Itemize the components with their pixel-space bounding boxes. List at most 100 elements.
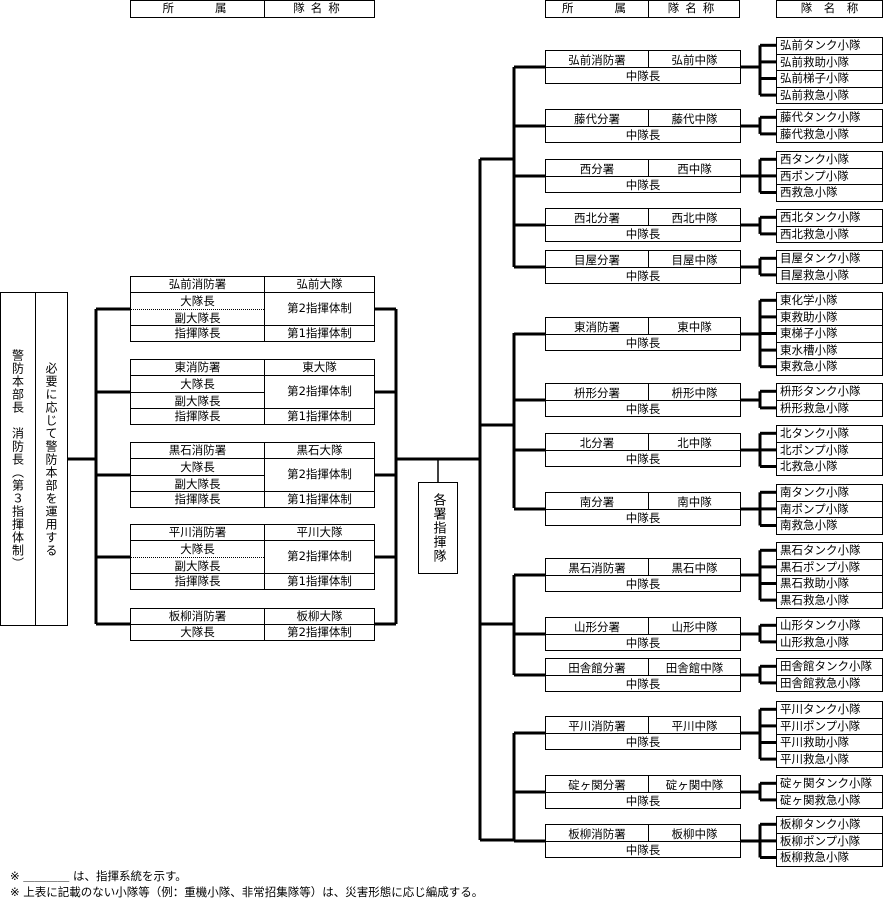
platoon-item: 板柳ポンプ小隊 xyxy=(776,832,883,851)
header-right-unit-name: 隊名称 xyxy=(648,0,740,18)
platoon-item: 北救急小隊 xyxy=(776,458,883,476)
company-box: 板柳消防署 板柳中隊 中隊長 xyxy=(545,824,741,858)
platoon-item: 北タンク小隊 xyxy=(776,425,883,443)
company-box: 東消防署 東中隊 中隊長 xyxy=(545,317,741,351)
company-name: 黒石中隊 xyxy=(671,560,718,575)
platoon-item: 北ポンプ小隊 xyxy=(776,441,883,460)
company-office: 枡形分署 xyxy=(574,385,620,400)
platoon-item: 黒石救急小隊 xyxy=(776,591,883,610)
battalion-station: 黒石消防署 xyxy=(130,442,265,459)
company-name: 枡形中隊 xyxy=(671,385,718,400)
company-name: 北中隊 xyxy=(677,435,712,450)
header-left-unit-name: 隊名称 xyxy=(264,0,375,18)
battalion-chief-group: 大隊長 副大隊長 xyxy=(130,375,265,409)
battalion-system-1: 第1指揮体制 xyxy=(264,573,375,590)
platoon-item: 枡形タンク小隊 xyxy=(776,383,883,401)
battalion-system-2: 第2指揮体制 xyxy=(264,375,375,409)
platoon-item: 藤代救急小隊 xyxy=(776,125,883,144)
company-leader: 中隊長 xyxy=(625,451,661,466)
company-office: 南分署 xyxy=(579,494,615,509)
battalion-name: 黒石大隊 xyxy=(264,442,375,459)
company-box: 田舎館分署 田舎館中隊 中隊長 xyxy=(545,658,741,692)
battalion-vice-chief: 副大隊長 xyxy=(174,558,221,573)
platoon-item: 黒石ポンプ小隊 xyxy=(776,558,883,577)
company-box: 西分署 西中隊 中隊長 xyxy=(545,159,741,193)
company-box: 北分署 北中隊 中隊長 xyxy=(545,433,741,467)
platoon-item: 平川ポンプ小隊 xyxy=(776,717,883,736)
battalion-chief: 大隊長 xyxy=(130,624,265,641)
company-name: 藤代中隊 xyxy=(671,111,718,126)
platoon-item: 枡形救急小隊 xyxy=(776,399,883,418)
battalion-commander: 指揮隊長 xyxy=(130,491,265,508)
platoon-item: 山形タンク小隊 xyxy=(776,617,883,635)
platoon-item: 碇ヶ関タンク小隊 xyxy=(776,775,883,793)
platoon-item: 東救助小隊 xyxy=(776,308,883,327)
company-name: 西北中隊 xyxy=(671,210,718,225)
platoon-item: 西ポンプ小隊 xyxy=(776,167,883,186)
battalion-vice-chief: 副大隊長 xyxy=(174,310,221,325)
company-leader: 中隊長 xyxy=(625,226,661,241)
company-leader: 中隊長 xyxy=(625,401,661,416)
company-leader: 中隊長 xyxy=(625,510,661,525)
battalion-system-1: 第1指揮体制 xyxy=(264,325,375,342)
platoon-item: 弘前タンク小隊 xyxy=(776,37,883,55)
battalion-system-2: 第2指揮体制 xyxy=(264,458,375,492)
company-leader: 中隊長 xyxy=(625,676,661,691)
company-name: 南中隊 xyxy=(677,494,712,509)
company-box: 枡形分署 枡形中隊 中隊長 xyxy=(545,383,741,417)
battalion-station: 平川消防署 xyxy=(130,524,265,541)
platoon-item: 藤代タンク小隊 xyxy=(776,109,883,127)
company-leader: 中隊長 xyxy=(625,635,661,650)
company-leader: 中隊長 xyxy=(625,842,661,857)
company-office: 目屋分署 xyxy=(574,252,620,267)
company-box: 西北分署 西北中隊 中隊長 xyxy=(545,208,741,242)
platoon-item: 東水槽小隊 xyxy=(776,341,883,360)
battalion-commander: 指揮隊長 xyxy=(130,325,265,342)
company-office: 山形分署 xyxy=(574,619,620,634)
company-box: 藤代分署 藤代中隊 中隊長 xyxy=(545,109,741,143)
platoon-item: 弘前救急小隊 xyxy=(776,86,883,105)
battalion-system-1: 第1指揮体制 xyxy=(264,491,375,508)
company-box: 南分署 南中隊 中隊長 xyxy=(545,492,741,526)
battalion-commander: 指揮隊長 xyxy=(130,573,265,590)
company-name: 板柳中隊 xyxy=(671,826,718,841)
station-command-box: 各署指揮隊 xyxy=(418,482,458,574)
platoon-item: 板柳救急小隊 xyxy=(776,849,883,867)
platoon-item: 碇ヶ関救急小隊 xyxy=(776,791,883,810)
battalion-chief: 大隊長 xyxy=(180,294,215,308)
battalion-chief: 大隊長 xyxy=(180,377,215,391)
battalion-chief-group: 大隊長 副大隊長 xyxy=(130,292,265,326)
platoon-item: 南救急小隊 xyxy=(776,517,883,535)
company-office: 平川消防署 xyxy=(568,718,626,733)
company-leader: 中隊長 xyxy=(625,734,661,749)
battalion-system-2: 第2指揮体制 xyxy=(264,292,375,326)
platoon-item: 平川タンク小隊 xyxy=(776,701,883,719)
company-name: 西中隊 xyxy=(677,161,712,176)
platoon-item: 西北救急小隊 xyxy=(776,225,883,244)
battalion-name: 弘前大隊 xyxy=(264,276,375,293)
platoon-item: 東梯子小隊 xyxy=(776,325,883,343)
company-name: 田舎館中隊 xyxy=(665,660,724,675)
company-name: 目屋中隊 xyxy=(671,252,718,267)
platoon-item: 山形救急小隊 xyxy=(776,633,883,652)
platoon-item: 西北タンク小隊 xyxy=(776,209,883,227)
company-office: 板柳消防署 xyxy=(568,826,626,841)
platoon-item: 田舎館救急小隊 xyxy=(776,674,883,693)
company-leader: 中隊長 xyxy=(625,576,661,591)
battalion-station: 板柳消防署 xyxy=(130,608,265,625)
company-leader: 中隊長 xyxy=(625,127,661,142)
platoon-item: 板柳タンク小隊 xyxy=(776,816,883,834)
battalion-system-1: 第1指揮体制 xyxy=(264,408,375,425)
platoon-item: 平川救助小隊 xyxy=(776,734,883,752)
battalion-commander: 指揮隊長 xyxy=(130,408,265,425)
battalion-name: 東大隊 xyxy=(264,359,375,376)
company-box: 碇ヶ関分署 碇ヶ関中隊 中隊長 xyxy=(545,775,741,809)
platoon-item: 東化学小隊 xyxy=(776,292,883,310)
company-box: 平川消防署 平川中隊 中隊長 xyxy=(545,716,741,750)
battalion-chief: 大隊長 xyxy=(180,460,215,474)
company-leader: 中隊長 xyxy=(625,268,661,283)
company-box: 黒石消防署 黒石中隊 中隊長 xyxy=(545,558,741,592)
company-leader: 中隊長 xyxy=(625,177,661,192)
battalion-vice-chief: 副大隊長 xyxy=(174,393,221,408)
